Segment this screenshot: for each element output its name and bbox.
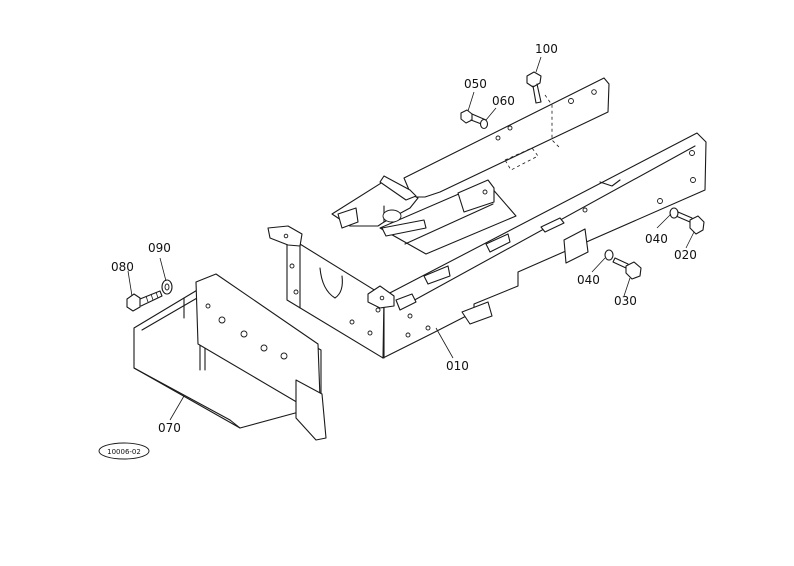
callout-040-lower: 040 (577, 273, 600, 287)
callout-labels: 100 050 060 040 020 040 030 010 080 090 … (111, 42, 697, 435)
washer-090-drawing (161, 279, 173, 295)
callout-060: 060 (492, 94, 515, 108)
bolt-100-drawing (526, 71, 542, 104)
callout-040-upper: 040 (645, 232, 668, 246)
bolt-020-drawing (675, 211, 705, 235)
callout-030: 030 (614, 294, 637, 308)
leader-lines (127, 56, 695, 421)
step-070-drawing (133, 273, 327, 441)
drawing-code-badge: 10006-02 (98, 442, 150, 460)
bolt-050-drawing (460, 109, 487, 126)
washer-060-drawing (479, 118, 489, 130)
callout-100: 100 (535, 42, 558, 56)
callout-070: 070 (158, 421, 181, 435)
bolt-080-drawing (126, 290, 163, 312)
washer-040a-drawing (669, 207, 679, 219)
frame-010-drawing (267, 77, 707, 359)
callout-080: 080 (111, 260, 134, 274)
callout-090: 090 (148, 241, 171, 255)
callout-010: 010 (446, 359, 469, 373)
bolt-030-drawing (612, 257, 642, 280)
callout-050: 050 (464, 77, 487, 91)
washer-040b-drawing (604, 249, 614, 261)
drawing-code-text: 10006-02 (107, 448, 141, 456)
callout-020: 020 (674, 248, 697, 262)
